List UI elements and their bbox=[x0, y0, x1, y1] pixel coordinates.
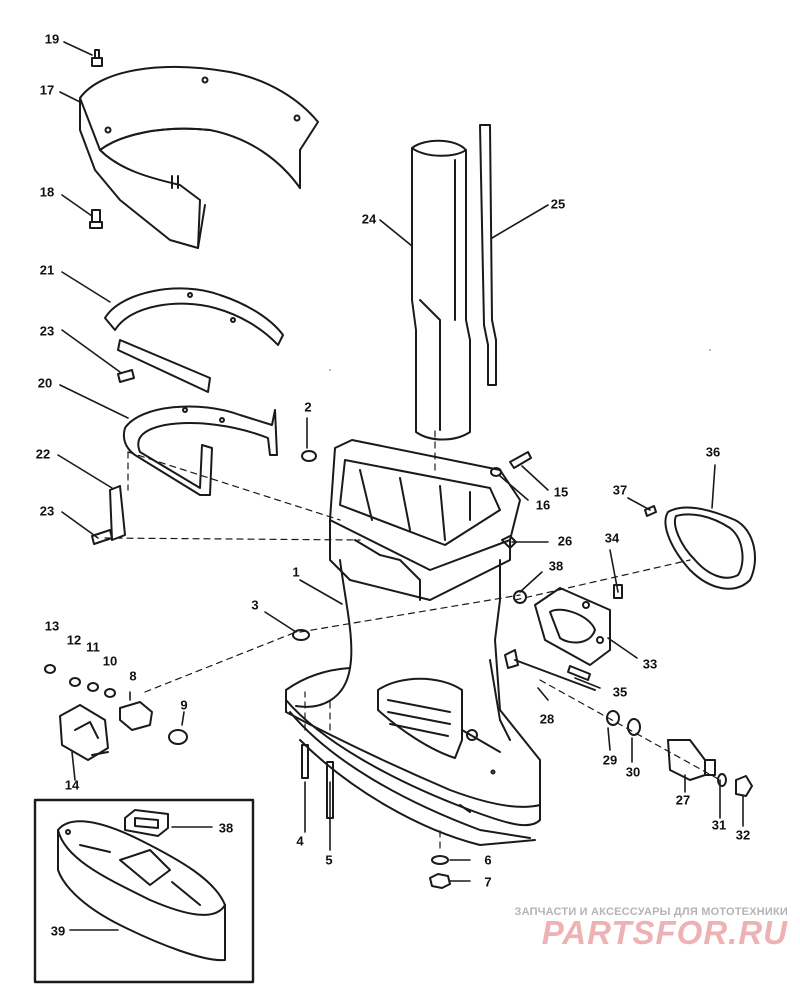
part-label-20: 20 bbox=[37, 375, 53, 391]
part-label-23b: 23 bbox=[39, 503, 55, 519]
part-label-12: 12 bbox=[66, 632, 82, 648]
part-label-2: 2 bbox=[304, 399, 312, 415]
screw-35 bbox=[567, 665, 591, 681]
part-label-29: 29 bbox=[602, 752, 618, 768]
part-label-18: 18 bbox=[39, 184, 55, 200]
plug-38a bbox=[513, 590, 527, 604]
bolt-23b bbox=[91, 529, 113, 545]
bolt-15 bbox=[509, 451, 532, 469]
seal-strip-21 bbox=[104, 287, 284, 393]
nut-26 bbox=[501, 535, 517, 549]
part-label-28: 28 bbox=[539, 711, 555, 727]
bolt-23a bbox=[117, 369, 135, 383]
washer-29 bbox=[606, 710, 620, 726]
part-label-26: 26 bbox=[557, 533, 573, 549]
grommet-9 bbox=[168, 729, 188, 745]
part-label-3: 3 bbox=[251, 597, 259, 613]
plug-3 bbox=[292, 629, 310, 641]
driveshaft-tube-24 bbox=[411, 139, 471, 441]
part-label-27: 27 bbox=[675, 792, 691, 808]
screw-19 bbox=[91, 49, 103, 67]
part-label-8: 8 bbox=[129, 668, 137, 684]
part-label-25: 25 bbox=[550, 196, 566, 212]
part-label-23a: 23 bbox=[39, 323, 55, 339]
leader-lines bbox=[57, 41, 744, 931]
part-label-1: 1 bbox=[292, 564, 300, 580]
part-label-9: 9 bbox=[180, 697, 188, 713]
part-label-37: 37 bbox=[612, 482, 628, 498]
watermark-tagline: ЗАПЧАСТИ И АКСЕССУАРЫ ДЛЯ МОТОТЕХНИКИ bbox=[514, 906, 788, 918]
cowl-cover-17 bbox=[79, 66, 319, 249]
part-label-31: 31 bbox=[711, 817, 727, 833]
part-label-13: 13 bbox=[44, 618, 60, 634]
washer-6 bbox=[431, 855, 449, 865]
clip-22 bbox=[109, 485, 126, 541]
part-label-15: 15 bbox=[553, 484, 569, 500]
part-label-14: 14 bbox=[64, 777, 80, 793]
housing-1 bbox=[285, 439, 541, 846]
rubber-pad-38b bbox=[124, 809, 169, 837]
part-label-30: 30 bbox=[625, 764, 641, 780]
nut-7 bbox=[429, 873, 451, 889]
part-label-11: 11 bbox=[86, 639, 100, 655]
washer-12 bbox=[69, 677, 81, 687]
screw-37 bbox=[644, 505, 657, 517]
housing-33 bbox=[534, 587, 611, 666]
seal-strip-20 bbox=[122, 405, 278, 496]
bolt-18 bbox=[89, 209, 103, 229]
part-label-16: 16 bbox=[535, 497, 551, 513]
stud-4 bbox=[301, 744, 309, 779]
inset-box bbox=[33, 798, 255, 984]
fitting-8 bbox=[119, 701, 153, 731]
part-label-35: 35 bbox=[612, 684, 628, 700]
clamp-14 bbox=[59, 704, 109, 761]
washer-10 bbox=[104, 688, 116, 698]
stud-5 bbox=[326, 761, 334, 819]
nut-13 bbox=[44, 664, 56, 674]
washer-11 bbox=[87, 682, 99, 692]
part-label-22: 22 bbox=[35, 446, 51, 462]
part-label-21: 21 bbox=[39, 262, 55, 278]
part-label-33: 33 bbox=[642, 656, 658, 672]
part-label-19: 19 bbox=[44, 31, 60, 47]
part-label-4: 4 bbox=[296, 833, 304, 849]
screw-34 bbox=[613, 584, 623, 599]
part-label-34: 34 bbox=[604, 530, 620, 546]
part-label-5: 5 bbox=[325, 852, 333, 868]
part-label-36: 36 bbox=[705, 444, 721, 460]
washer-30 bbox=[627, 718, 641, 736]
plug-2 bbox=[301, 450, 317, 462]
part-label-10: 10 bbox=[102, 653, 118, 669]
part-label-39: 39 bbox=[50, 923, 66, 939]
washer-31 bbox=[717, 773, 727, 787]
bolt-28 bbox=[504, 649, 596, 691]
mount-39 bbox=[57, 820, 226, 962]
part-label-24: 24 bbox=[361, 211, 377, 227]
part-label-38a: 38 bbox=[548, 558, 564, 574]
part-label-32: 32 bbox=[735, 827, 751, 843]
watermark-brand-logo: PARTSFOR.RU bbox=[541, 914, 788, 951]
washer-16 bbox=[490, 467, 502, 477]
shift-rod-25 bbox=[479, 124, 497, 386]
part-label-38b: 38 bbox=[218, 820, 234, 836]
part-label-7: 7 bbox=[484, 874, 492, 890]
nut-32 bbox=[735, 775, 753, 797]
fitting-27 bbox=[667, 739, 716, 781]
part-label-17: 17 bbox=[39, 82, 55, 98]
cover-36 bbox=[664, 506, 756, 590]
part-label-6: 6 bbox=[484, 852, 492, 868]
